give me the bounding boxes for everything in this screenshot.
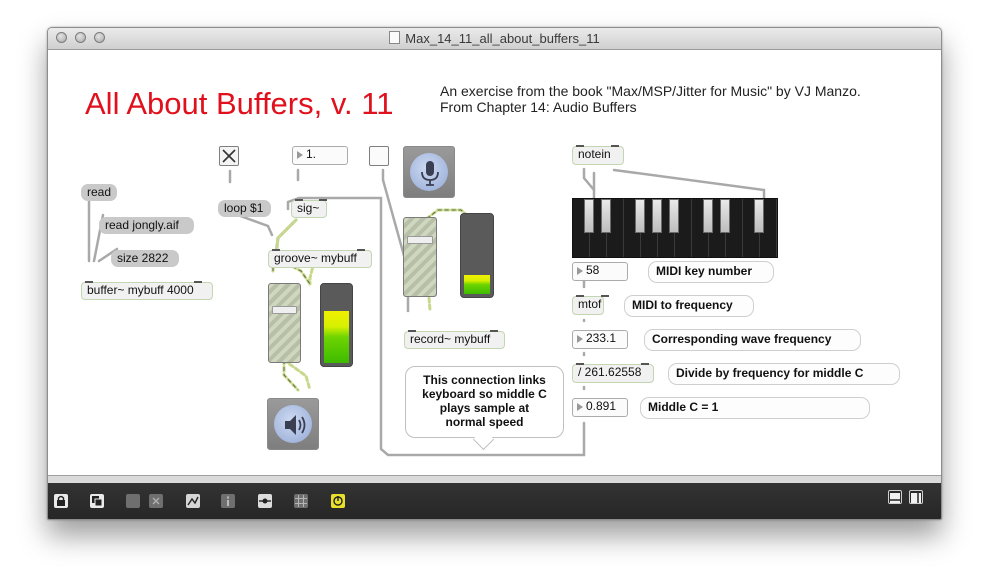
patcher-canvas[interactable]: All About Buffers, v. 11 An exercise fro…	[48, 50, 941, 475]
black-key[interactable]	[601, 199, 611, 233]
wave-frequency-box[interactable]: 233.1	[572, 330, 628, 349]
bubble-line-1: This connection links	[423, 373, 546, 387]
close-window-button[interactable]	[56, 32, 67, 43]
read-message[interactable]: read	[81, 184, 117, 201]
loop-toggle[interactable]	[219, 146, 239, 166]
white-key[interactable]	[607, 199, 624, 257]
loop-message[interactable]: loop $1	[218, 200, 271, 217]
lock-icon[interactable]	[54, 494, 68, 508]
window-title-wrap: Max_14_11_all_about_buffers_11	[48, 31, 941, 46]
groove-gain-slider[interactable]	[268, 283, 301, 363]
toggle-x-icon	[222, 149, 236, 163]
notein-object[interactable]: notein	[572, 145, 624, 165]
record-level-meter	[460, 213, 494, 298]
black-key[interactable]	[652, 199, 662, 233]
grid-icon[interactable]	[294, 494, 308, 508]
microphone-icon	[421, 161, 439, 186]
patcher-window: Max_14_11_all_about_buffers_11	[47, 27, 942, 520]
white-key[interactable]	[675, 199, 692, 257]
meter-fill	[324, 311, 349, 363]
slider-knob[interactable]	[407, 236, 433, 244]
read-file-message[interactable]: read jongly.aif	[99, 217, 194, 234]
split-horizontal-icon[interactable]	[888, 490, 902, 504]
ratio-number-box[interactable]: 0.891	[572, 398, 628, 417]
bubble-line-4: normal speed	[445, 415, 524, 429]
white-key[interactable]	[726, 199, 743, 257]
kslider-keyboard[interactable]	[572, 198, 778, 258]
comment-midi-key-number: MIDI key number	[648, 261, 774, 283]
subtitle-line-2: From Chapter 14: Audio Buffers	[440, 99, 637, 115]
page-title: All About Buffers, v. 11	[85, 86, 394, 121]
record-object[interactable]: record~ mybuff	[404, 330, 505, 349]
groove-level-meter	[320, 283, 353, 367]
black-key[interactable]	[754, 199, 764, 233]
zoom-window-button[interactable]	[94, 32, 105, 43]
explanation-bubble: This connection links keyboard so middle…	[405, 366, 564, 438]
window-title: Max_14_11_all_about_buffers_11	[405, 31, 600, 46]
dsp-status-icon[interactable]	[331, 494, 345, 508]
debug-icon[interactable]	[186, 494, 200, 508]
bubble-line-2: keyboard so middle C	[422, 387, 547, 401]
subtitle-line-1: An exercise from the book "Max/MSP/Jitte…	[440, 83, 861, 99]
buffer-object[interactable]: buffer~ mybuff 4000	[81, 281, 213, 300]
black-key[interactable]	[635, 199, 645, 233]
comment-divide-middle-c: Divide by frequency for middle C	[668, 363, 900, 385]
key-number-box[interactable]: 58	[572, 262, 628, 281]
sig-number-box[interactable]: 1.	[292, 146, 348, 165]
divide-object[interactable]: / 261.62558	[572, 363, 654, 383]
info-icon[interactable]	[221, 494, 235, 508]
comment-midi-to-frequency: MIDI to frequency	[624, 295, 754, 317]
adc-microphone-button[interactable]	[403, 146, 455, 198]
sig-object[interactable]: sig~	[291, 199, 328, 218]
patcher-toolbar	[48, 475, 941, 519]
mtof-object[interactable]: mtof	[572, 295, 610, 315]
dac-speaker-button[interactable]	[267, 398, 319, 450]
document-icon	[389, 31, 401, 44]
bubble-line-3: plays sample at	[439, 401, 530, 415]
groove-object[interactable]: groove~ mybuff	[268, 249, 372, 268]
record-gain-slider[interactable]	[403, 217, 437, 297]
comment-middle-c: Middle C = 1	[640, 397, 870, 419]
title-bar: Max_14_11_all_about_buffers_11	[48, 28, 941, 50]
new-object-icon[interactable]	[126, 494, 140, 508]
slider-knob[interactable]	[272, 306, 297, 314]
presentation-mode-icon[interactable]	[90, 494, 104, 508]
white-key[interactable]	[760, 199, 777, 257]
record-bang-button[interactable]	[369, 146, 389, 166]
black-key[interactable]	[584, 199, 594, 233]
minimize-window-button[interactable]	[75, 32, 86, 43]
black-key[interactable]	[669, 199, 679, 233]
split-vertical-icon[interactable]	[909, 490, 923, 504]
delete-icon[interactable]	[149, 494, 163, 508]
meter-fill	[464, 275, 490, 294]
speaker-icon	[285, 415, 306, 435]
size-message[interactable]: size 2822	[111, 250, 179, 267]
black-key[interactable]	[703, 199, 713, 233]
comment-wave-frequency: Corresponding wave frequency	[644, 329, 861, 351]
connection-icon[interactable]	[258, 494, 272, 508]
black-key[interactable]	[720, 199, 730, 233]
